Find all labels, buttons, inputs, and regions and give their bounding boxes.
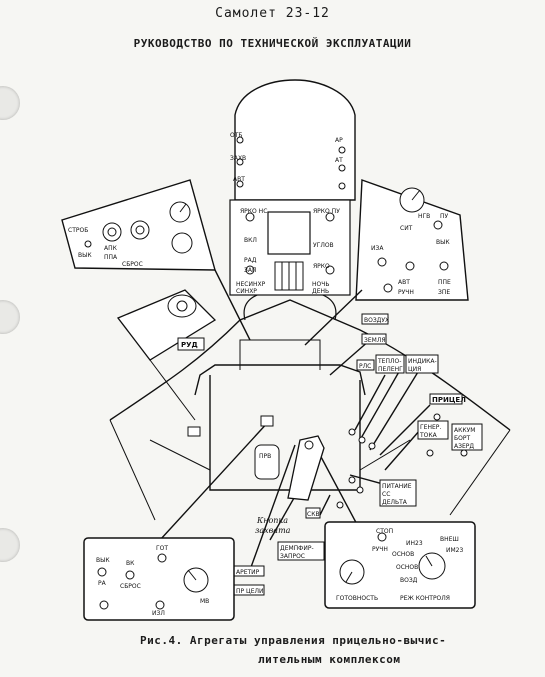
right-panel-auto-label: АВТ [398, 279, 410, 286]
lower-right-main2-label: ОСНОВ [396, 564, 418, 571]
callout-arest: АРЕТИР [236, 569, 260, 576]
callout-pitanie3: ДЕЛЬТА [382, 499, 408, 506]
figure-caption-line2: лительным комплексом [258, 653, 401, 666]
hud-nesinkh-label: НЕСИНХР [236, 281, 266, 288]
right-panel-manual-label: РУЧН [398, 289, 414, 296]
lower-left-panel: ВЫК РА ВК СБРОС ГОТ ИЗЛ МВ [83, 537, 235, 621]
lower-right-stop-label: СТОП [376, 528, 393, 535]
hud-ar-label: АР [335, 137, 343, 144]
leader-lines [159, 269, 431, 571]
callout-skv: СКВ [307, 511, 320, 518]
throttle-rud: РУД [116, 289, 217, 421]
callout-dempf2: ЗАПРОС [280, 553, 305, 560]
callout-gener: ГЕНЕР. [420, 424, 441, 431]
hud-sight-unit: ОТБ ЗАХВ АВТ АР АТ ЯРКО НС ЯРКО ПУ ВКЛ У… [229, 79, 356, 296]
callout-indik2: ЦИЯ [408, 366, 421, 373]
left-panel-ppa-label: ППА [104, 254, 118, 261]
lower-right-control-mode-label: РЕЖ КОНТРОЛЯ [400, 595, 450, 602]
lower-right-im23-label: ИМ23 [446, 547, 463, 554]
manual-title: РУКОВОДСТВО ПО ТЕХНИЧЕСКОЙ ЭКСПЛУАТАЦИИ [133, 37, 412, 50]
lower-right-main-label: ОСНОВ [392, 551, 414, 558]
callout-vozd: ВОЗДУХ [364, 317, 389, 324]
aircraft-header: Самолет 23-12 [215, 6, 330, 21]
hud-zakh-label: ЗАХВ [230, 155, 246, 162]
left-control-panel: СТРОБ ВЫК АПК ППА СБРОС [61, 179, 216, 271]
hud-den-label: ДЕНЬ [312, 288, 329, 295]
left-panel-apk-label: АПК [104, 245, 118, 252]
lower-right-air-label: ВОЗД [400, 577, 418, 584]
hud-rad-label: РАД [244, 257, 257, 264]
hud-sinkh-label: СИНХР [236, 288, 257, 295]
hud-yarko-pu-label: ЯРКО ПУ [313, 208, 340, 215]
callout-pr-celi: ПР ЦЕЛИ [236, 588, 264, 595]
callout-fire-button: Кнопка [256, 516, 288, 525]
right-panel-sit-label: СИТ [400, 225, 413, 232]
cockpit-switches [187, 413, 468, 509]
rud-label: РУД [181, 341, 198, 349]
callout-teplo: ТЕПЛО- [377, 358, 401, 365]
right-panel-pu-label: ПУ [440, 213, 449, 220]
left-panel-strob-label: СТРОБ [68, 227, 88, 234]
lower-left-ra-label: РА [98, 580, 107, 587]
hud-yarko-label: ЯРКО [313, 263, 330, 270]
callout-rls: РЛС [359, 363, 371, 370]
lower-left-got-label: ГОТ [156, 545, 168, 552]
binder-hole-top [0, 86, 20, 120]
callout-gener2: ТОКА [419, 432, 438, 439]
hud-nochy-label: НОЧЬ [312, 281, 329, 288]
callout-fire-button2: захвата [255, 526, 291, 535]
lower-left-vk-label: ВК [126, 560, 135, 567]
lower-left-izl-label: ИЗЛ [152, 610, 165, 617]
callout-indik: ИНДИКА- [408, 358, 437, 365]
hud-vkl-label: ВКЛ [244, 237, 257, 244]
callout-akkum2: БОРТ [454, 435, 470, 442]
callout-akkum3: АЗЕРД [454, 443, 474, 450]
right-panel-off-label: ВЫК [436, 239, 450, 246]
hud-otb-label: ОТБ [230, 132, 243, 139]
right-panel-ppe-label: ППЕ [438, 279, 451, 286]
binder-hole-bottom [0, 528, 20, 562]
figure-caption-line1: Рис.4. Агрегаты управления прицельно-выч… [140, 634, 447, 647]
callout-teplo2: ПЕЛЕНГ [378, 366, 403, 373]
cockpit-outline [109, 289, 511, 521]
hud-zap-label: ЗАП [244, 267, 256, 274]
right-panel-ngv-label: НГВ [418, 213, 430, 220]
lower-right-panel: СТОП РУЧН ВНЕШ ИН23 ИМ23 ОСНОВ ОСНОВ ВОЗ… [324, 521, 476, 609]
callout-prv: ПРВ [259, 453, 271, 460]
callout-pitanie: ПИТАНИЕ [382, 483, 412, 490]
lower-left-reset-label: СБРОС [120, 583, 141, 590]
left-panel-strob-state: ВЫК [78, 252, 92, 259]
binder-hole-middle [0, 300, 20, 334]
lower-right-ready-label: ГОТОВНОСТЬ [336, 595, 378, 602]
hud-at-label: АТ [335, 157, 343, 164]
callout-pricel: ПРИЦЕЛ [432, 396, 466, 404]
lower-left-off-label: ВЫК [96, 557, 110, 564]
lower-right-manual-label: РУЧН [372, 546, 388, 553]
control-stick [287, 435, 325, 501]
right-panel-zpe-label: ЗПЕ [438, 289, 450, 296]
callout-akkum: АККУМ [454, 427, 475, 434]
hud-avt-label: АВТ [233, 176, 245, 183]
callout-labels: ВОЗДУХ ЗЕМЛЯ РЛС ТЕПЛО- ПЕЛЕНГ ИНДИКА- Ц… [233, 313, 483, 596]
hud-yarko-ns-label: ЯРКО НС [240, 208, 267, 215]
lower-left-mv-label: МВ [200, 598, 209, 605]
callout-dempf: ДЕМПФИР- [280, 545, 314, 552]
lower-right-in23-label: ИН23 [406, 540, 423, 547]
left-panel-reset-label: СБРОС [122, 261, 143, 268]
right-panel-iza-label: ИЗА [371, 245, 384, 252]
lower-right-external-label: ВНЕШ [440, 536, 459, 543]
callout-zemlya: ЗЕМЛЯ [364, 337, 386, 344]
right-control-panel: СИТ НГВ ПУ ВЫК ИЗА АВТ РУЧН ППЕ ЗПЕ [355, 179, 469, 301]
hud-ugol-label: УГЛОВ [313, 242, 334, 249]
callout-pitanie2: СС [382, 491, 390, 498]
